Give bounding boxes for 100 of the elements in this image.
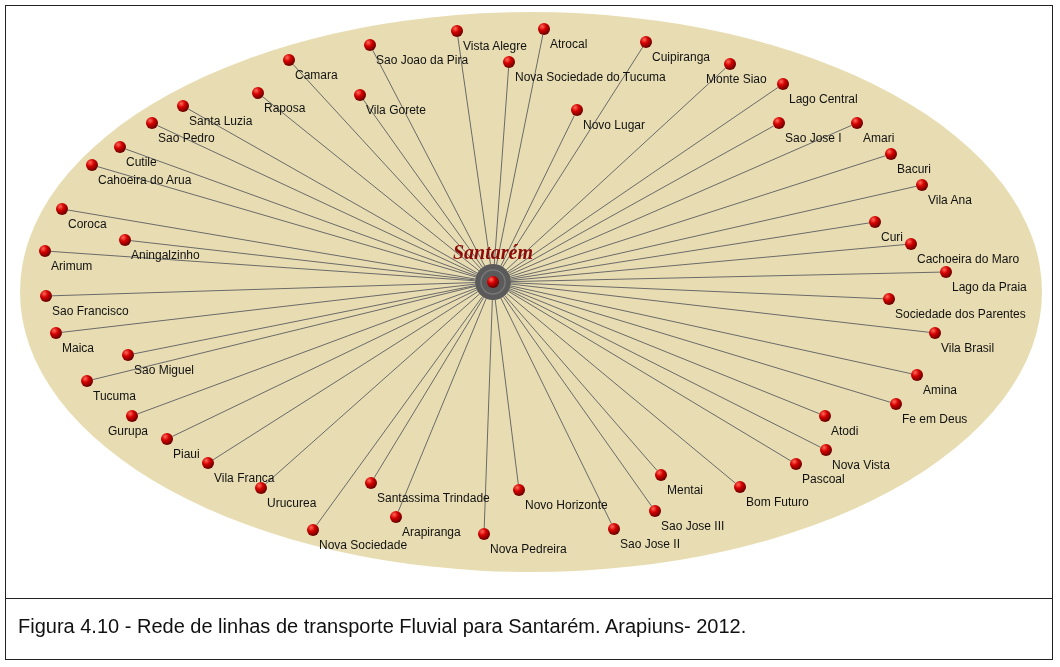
village-label: Lago da Praia [952,280,1027,294]
route-line [504,295,658,471]
route-line [316,296,483,526]
village-label: Urucurea [267,496,317,510]
village-label: Tucuma [93,389,136,403]
village-label: Monte Siao [706,72,767,86]
route-line [67,209,476,280]
village-label: Piaui [173,447,200,461]
route-line [510,283,930,333]
village-label: Sao Francisco [52,304,129,318]
village-label: Amari [863,131,895,145]
village-label: Santa Luzia [189,114,253,128]
village-label: Vista Alegre [463,39,527,53]
village-label: Gurupa [108,424,149,438]
route-line [507,86,779,273]
hub-label: Santarém [452,242,534,262]
route-line [137,287,477,415]
village-label: Pascoal [802,472,845,486]
route-line [51,282,476,297]
route-line [262,96,480,272]
route-line [510,271,941,283]
route-line [508,125,775,274]
village-label: Cachoeira do Maro [917,252,1020,266]
route-line [483,299,493,529]
village-label: Novo Horizonte [525,498,608,512]
village-label: Atrocal [550,37,588,51]
route-line [373,296,485,479]
route-line [494,299,519,485]
route-line [509,288,820,415]
village-label: Amina [923,383,957,397]
village-label: Cuipiranga [652,50,711,64]
route-line [510,185,917,279]
route-line [500,114,575,267]
village-label: Arimum [51,259,93,273]
village-label: Sao Miguel [134,363,195,377]
route-line [265,293,481,485]
route-line [509,124,852,276]
village-label: Camara [295,68,338,82]
village-label: Cahoeira do Arua [98,173,192,187]
village-label: Atodi [831,424,859,438]
figure-caption: Figura 4.10 - Rede de linhas de transporte Fluvial para Santarém. Arapiuns- 2012. [18,615,747,638]
route-line [171,289,478,437]
route-line [502,46,644,268]
village-label: Bacuri [897,162,931,176]
route-line [506,293,736,484]
village-label: Sao Jose III [661,519,725,533]
village-label: Aningalzinho [131,248,200,262]
village-label: Sociedade dos Parentes [895,307,1026,321]
village-label: Sao Joao da Pira [376,53,469,67]
village-label: Arapiranga [402,525,461,539]
village-label: Raposa [264,101,306,115]
route-line [509,286,891,403]
village-label: Sao Jose I [785,131,842,145]
village-label: Vila Brasil [941,341,995,355]
route-line [97,166,477,278]
route-line [292,63,482,270]
route-line [510,244,906,281]
village-label: Nova Vista [832,458,890,472]
village-label: Fe em Deus [902,412,968,426]
village-label: Nova Sociedade do Tucuma [515,70,666,84]
village-label: Lago Central [789,92,858,106]
village-label: Curi [881,230,903,244]
route-line [125,148,477,277]
route-line [92,285,476,381]
village-label: Cutile [126,155,157,169]
route-line [372,49,486,267]
village-label: Santassima Trindade [377,491,490,505]
route-line [130,240,476,281]
village-label: Sao Jose II [620,537,681,551]
village-label: Coroca [68,217,107,231]
route-line [507,290,792,462]
village-label: Mentai [667,483,704,497]
route-line [510,222,870,280]
route-line [510,285,912,375]
village-label: Vila Franca [214,471,275,485]
route-line [508,289,822,448]
route-line [397,298,487,512]
village-label: Sao Pedro [158,131,215,145]
route-line [212,291,479,461]
route-line [496,34,544,265]
route-line [363,99,484,268]
route-line [187,108,478,274]
route-line [61,283,476,333]
route-line [510,282,884,300]
route-line [500,297,612,525]
route-line [50,250,476,282]
route-line [509,155,886,277]
village-label: Vila Gorete [366,103,426,117]
route-line [133,285,476,355]
route-line [493,67,510,265]
village-label: Nova Sociedade [319,538,408,552]
route-line [156,125,478,275]
route-line [457,36,491,265]
village-label: Nova Pedreira [490,542,567,556]
village-label: Maica [62,341,94,355]
route-line [502,296,653,507]
route-line [505,67,727,271]
village-label: Novo Lugar [583,118,646,132]
village-label: Bom Futuro [746,495,809,509]
village-label: Vila Ana [928,193,972,207]
